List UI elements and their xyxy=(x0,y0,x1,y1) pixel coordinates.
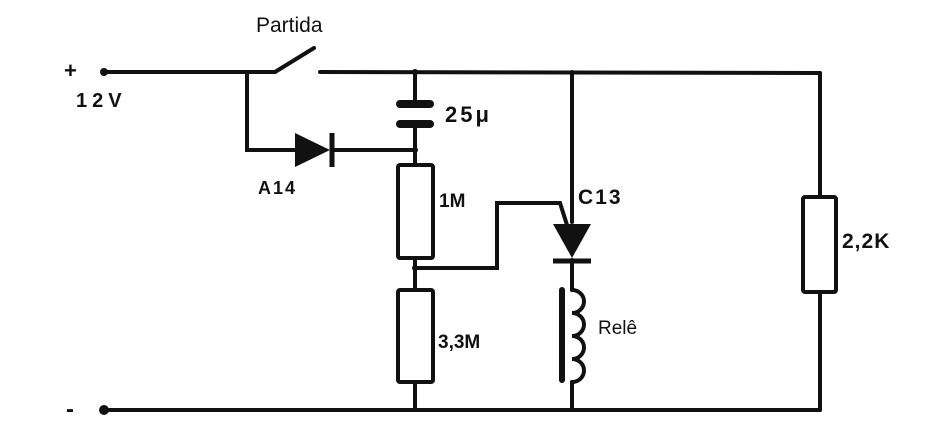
node-diode xyxy=(412,147,418,153)
node-cap-top xyxy=(412,69,418,75)
voltage-label: 12V xyxy=(76,90,127,112)
r1-label: 1M xyxy=(439,191,466,212)
relay-coil xyxy=(570,288,586,384)
terminal-positive xyxy=(100,68,108,76)
capacitor-plate-top xyxy=(396,100,434,108)
wire-diode-branch xyxy=(245,70,297,152)
scr-c13-triangle xyxy=(553,224,591,258)
relay-label: Relê xyxy=(598,318,638,339)
r3-label: 2,2K xyxy=(842,230,891,253)
positive-label: + xyxy=(64,58,77,83)
terminal-negative xyxy=(99,405,109,415)
wire-gate xyxy=(413,201,570,270)
r2-label: 3,3M xyxy=(438,332,481,353)
resistor-2-2k xyxy=(801,195,838,294)
diode-label: A14 xyxy=(258,178,298,198)
switch-label: Partida xyxy=(256,14,323,37)
resistor-1m xyxy=(396,163,435,260)
scr-label: C13 xyxy=(578,186,623,209)
capacitor-label: 25μ xyxy=(445,102,492,127)
node-divider xyxy=(412,265,418,271)
resistor-3-3m xyxy=(396,288,435,384)
capacitor-plate-bottom xyxy=(396,120,434,128)
diode-a14-triangle xyxy=(295,133,330,167)
switch-blade xyxy=(273,46,316,74)
negative-label: - xyxy=(66,396,74,423)
